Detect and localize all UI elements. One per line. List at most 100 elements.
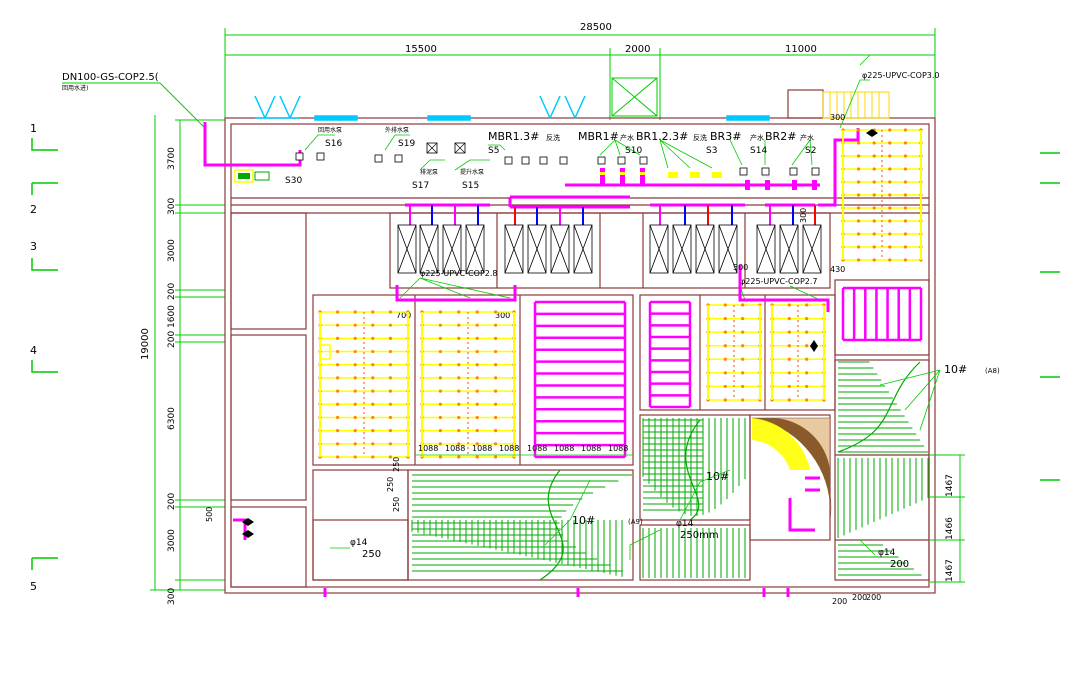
dim-250-a: 250 bbox=[392, 457, 401, 472]
svg-text:1467: 1467 bbox=[945, 559, 955, 582]
dia-spacing-b: 250mm bbox=[680, 530, 719, 541]
rebar-label-a: 10# bbox=[944, 363, 967, 376]
drop-pipes bbox=[409, 205, 816, 225]
mid-header-pipes bbox=[395, 265, 830, 312]
membrane-modules bbox=[397, 224, 822, 274]
dim-250-c: 250 bbox=[392, 497, 401, 512]
hatch-area bbox=[643, 419, 703, 511]
magenta-ladders bbox=[533, 286, 923, 459]
svg-text:S2: S2 bbox=[805, 146, 816, 156]
hatch-area bbox=[642, 418, 746, 516]
svg-text:300: 300 bbox=[167, 588, 177, 605]
pump-box-crosses bbox=[426, 142, 466, 154]
hatch-area bbox=[837, 458, 929, 538]
membrane-module bbox=[779, 224, 799, 274]
equip-note-s15: 提升水泵 bbox=[460, 168, 484, 176]
dia-spacing-c: 200 bbox=[890, 559, 909, 570]
tank-label-mbr123-suffix: 反洗 bbox=[693, 133, 707, 142]
aeration-grid bbox=[420, 310, 516, 459]
membrane-module bbox=[573, 224, 593, 274]
dia-label-c: φ14 bbox=[878, 548, 896, 558]
rebar-label-b: 10# bbox=[572, 514, 595, 527]
svg-text:S19: S19 bbox=[398, 139, 415, 149]
annotation-leaders bbox=[330, 369, 941, 560]
header-pipes bbox=[405, 128, 860, 209]
top-right-yellow-hatch bbox=[822, 91, 890, 119]
pump-boxes bbox=[295, 142, 820, 176]
svg-text:1088: 1088 bbox=[527, 444, 547, 453]
dim-300-mid: 300 bbox=[495, 311, 510, 320]
svg-text:S14: S14 bbox=[750, 146, 767, 156]
magenta-ladder bbox=[648, 300, 692, 409]
hatch-boundary bbox=[685, 419, 701, 521]
equip-note-s17: 排泥泵 bbox=[420, 168, 438, 176]
tank-label-mbr123: BR1.2.3# bbox=[636, 130, 688, 143]
membrane-module bbox=[802, 224, 822, 274]
svg-text:6300: 6300 bbox=[167, 407, 177, 430]
svg-text:1088: 1088 bbox=[445, 444, 465, 453]
svg-text:1466: 1466 bbox=[945, 517, 955, 540]
pipe-label-upvc-left: φ225-UPVC-COP2.8 bbox=[420, 269, 498, 278]
svg-text:5: 5 bbox=[30, 580, 37, 593]
tank-label-mbr3-suffix: 产水 bbox=[750, 133, 764, 142]
equip-note-s16: 回用水泵 bbox=[318, 126, 342, 134]
svg-text:1088: 1088 bbox=[499, 444, 519, 453]
svg-text:200: 200 bbox=[167, 283, 177, 300]
svg-text:3700: 3700 bbox=[167, 147, 177, 170]
grid-labels: 1 2 3 4 5 bbox=[30, 122, 37, 593]
equipment-tags: S16 S19 S30 S17 S15 S5 S10 S3 S14 S2 bbox=[285, 139, 816, 191]
tank-label-mbr1-suffix: 产水 bbox=[620, 133, 634, 142]
dim-250-b: 250 bbox=[386, 477, 395, 492]
svg-text:1467: 1467 bbox=[945, 474, 955, 497]
dim-500-mid: 500 bbox=[733, 263, 748, 272]
svg-text:1088: 1088 bbox=[554, 444, 574, 453]
top-dimension-lines bbox=[224, 28, 936, 120]
svg-text:200: 200 bbox=[167, 331, 177, 348]
dim-seg2: 2000 bbox=[625, 44, 650, 55]
dia-spacing-a: 250 bbox=[362, 549, 381, 560]
dia-label-a: φ14 bbox=[350, 538, 368, 548]
rebar-note-a: (A8) bbox=[985, 367, 1000, 375]
rebar-label-c: 10# bbox=[706, 470, 729, 483]
svg-text:S16: S16 bbox=[325, 139, 342, 149]
magenta-ladder bbox=[841, 286, 923, 342]
membrane-module bbox=[718, 224, 738, 274]
building-walls bbox=[224, 89, 936, 594]
tank-label-mbr13: MBR1.3# bbox=[488, 130, 539, 143]
svg-text:S30: S30 bbox=[285, 176, 302, 186]
dim-430: 430 bbox=[830, 265, 845, 274]
sludge-pie-area bbox=[751, 417, 832, 521]
dim-300-top: 300 bbox=[830, 113, 845, 122]
left-dimension-lines bbox=[150, 115, 225, 591]
membrane-module bbox=[504, 224, 524, 274]
tank-label-mbr1: MBR1# bbox=[578, 130, 619, 143]
svg-text:2: 2 bbox=[30, 203, 37, 216]
hatch-area bbox=[411, 520, 623, 577]
membrane-module bbox=[442, 224, 462, 274]
svg-text:1088: 1088 bbox=[608, 444, 628, 453]
dim-seg3: 11000 bbox=[785, 44, 817, 55]
dim-total: 28500 bbox=[580, 22, 612, 33]
dim-200-a: 200 bbox=[832, 597, 847, 606]
pipe-label-upvc-right: φ225-UPVC-COP2.7 bbox=[740, 277, 818, 286]
svg-text:S3: S3 bbox=[706, 146, 717, 156]
svg-text:200: 200 bbox=[167, 493, 177, 510]
tank-label-mbr3: BR3# bbox=[710, 130, 741, 143]
svg-text:S10: S10 bbox=[625, 146, 642, 156]
equip-note-s19: 外排水泵 bbox=[385, 126, 409, 134]
pipe-label-upvc-top: φ225-UPVC-COP3.0 bbox=[862, 71, 940, 80]
dim-700: 700 bbox=[396, 311, 411, 320]
membrane-module bbox=[527, 224, 547, 274]
membrane-module bbox=[672, 224, 692, 274]
right-segment-labels: 1467 1466 1467 bbox=[945, 474, 955, 582]
inlet-pipe-label: DN100-GS-COP2.5( bbox=[62, 72, 159, 83]
svg-text:S15: S15 bbox=[462, 181, 479, 191]
svg-text:S17: S17 bbox=[412, 181, 429, 191]
svg-text:1088: 1088 bbox=[472, 444, 492, 453]
svg-text:1: 1 bbox=[30, 122, 37, 135]
svg-text:3: 3 bbox=[30, 240, 37, 253]
hatch-boundary bbox=[837, 361, 921, 453]
membrane-module bbox=[419, 224, 439, 274]
svg-text:3000: 3000 bbox=[167, 529, 177, 552]
hatch-area bbox=[838, 361, 928, 453]
